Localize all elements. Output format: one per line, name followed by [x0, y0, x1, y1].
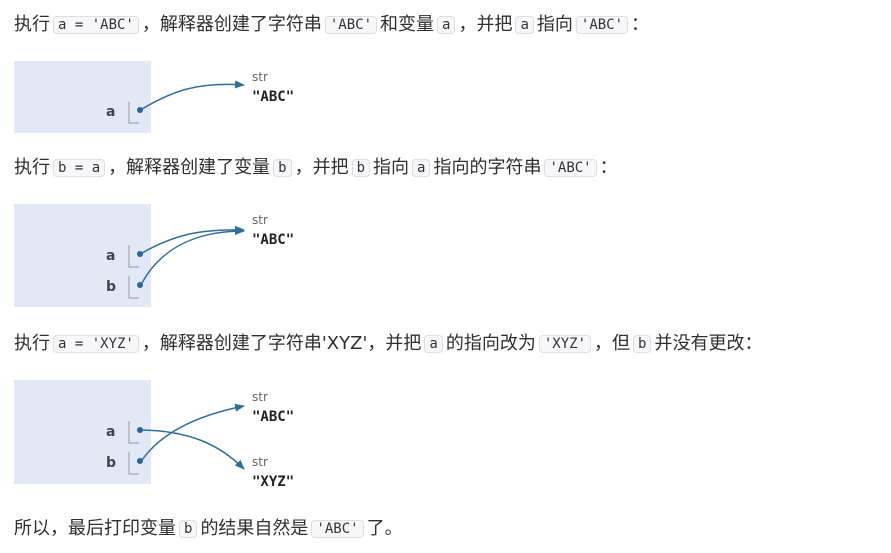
inline-code: a	[437, 16, 456, 34]
variable-b-label: b	[106, 279, 116, 295]
variable-bracket	[128, 102, 139, 124]
text: 执行	[14, 14, 50, 35]
stack-frame	[14, 380, 151, 484]
text: 所以，最后打印变量	[14, 518, 176, 539]
inline-code: 'XYZ'	[538, 335, 592, 353]
text: 并没有更改：	[654, 333, 763, 354]
memory-diagram-1: a str "ABC"	[14, 61, 294, 133]
text: 的结果自然是	[200, 518, 309, 539]
text: ，但	[594, 333, 631, 354]
text: 指向	[536, 14, 573, 35]
inline-code: b	[633, 335, 652, 353]
variable-bracket	[128, 452, 139, 475]
inline-code: 'ABC'	[311, 520, 364, 538]
text: 和变量	[380, 14, 435, 35]
inline-code: 'ABC'	[324, 16, 378, 34]
text: ，并把	[458, 14, 513, 35]
reference-arrow-b	[141, 227, 245, 284]
variable-a-label: a	[106, 424, 115, 440]
object-value-label: "ABC"	[252, 89, 294, 105]
text: 了。	[366, 518, 403, 539]
text: ，解释器创建了字符串	[141, 14, 322, 35]
text: ：	[631, 14, 650, 35]
reference-dot-a	[137, 251, 143, 257]
reference-arrow-a	[141, 80, 245, 110]
object-value-label: "ABC"	[252, 409, 294, 425]
text: ，解释器创建了变量	[108, 157, 271, 178]
text: 的指向改为	[445, 333, 536, 354]
inline-code: b	[179, 520, 198, 538]
object-type-label: str	[252, 390, 268, 404]
inline-code: b	[273, 159, 292, 177]
variable-bracket	[128, 245, 139, 268]
inline-code: a	[515, 16, 534, 34]
stack-frame	[14, 61, 151, 133]
object-type-label: str	[252, 455, 268, 469]
text: 指向的字符串	[433, 157, 542, 178]
text: 执行	[14, 333, 50, 354]
object-type-label: str	[252, 213, 268, 227]
inline-code: b	[351, 159, 371, 177]
text: ，解释器创建了字符串'XYZ'，并把	[141, 333, 422, 354]
memory-diagram-2: a b str "ABC"	[14, 204, 294, 307]
stack-frame	[14, 204, 151, 307]
inline-code: a = 'XYZ'	[53, 335, 139, 353]
reference-arrow-b	[141, 403, 245, 461]
variable-a-label: a	[106, 104, 115, 120]
object-value-label: "ABC"	[252, 232, 294, 248]
variable-bracket	[128, 421, 139, 444]
reference-dot-b	[137, 282, 143, 288]
text: 执行	[14, 157, 50, 178]
reference-dot-a	[137, 107, 143, 113]
variable-bracket	[128, 276, 139, 299]
inline-code: a	[424, 335, 443, 353]
reference-arrow-a	[141, 225, 245, 254]
text: ：	[599, 157, 618, 178]
reference-arrow-a	[141, 429, 245, 470]
reference-dot-a	[137, 427, 143, 433]
object-type-label: str	[252, 70, 268, 84]
text: ，并把	[294, 157, 349, 178]
text: 指向	[373, 157, 410, 178]
memory-diagram-3: a b str "ABC" str "XYZ"	[14, 380, 294, 490]
variable-a-label: a	[106, 248, 115, 264]
inline-code: a	[412, 159, 431, 177]
variable-b-label: b	[106, 455, 116, 471]
object-value-label: "XYZ"	[252, 474, 294, 490]
inline-code: b = a	[53, 159, 106, 177]
inline-code: a = 'ABC'	[53, 16, 139, 34]
inline-code: 'ABC'	[575, 16, 629, 34]
inline-code: 'ABC'	[544, 159, 597, 177]
